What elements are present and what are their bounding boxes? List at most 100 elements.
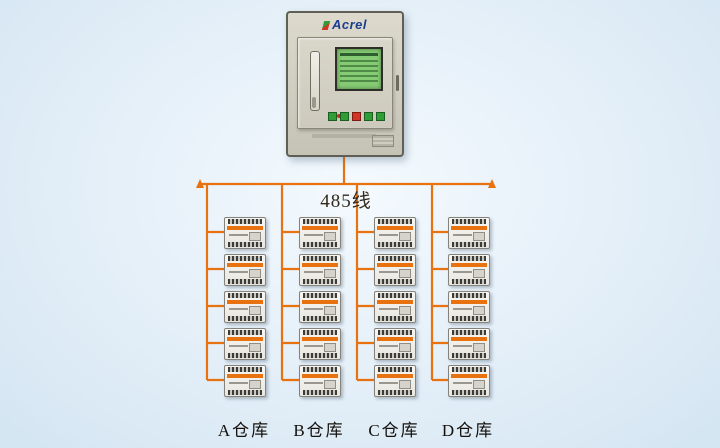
nameplate-text — [312, 134, 376, 138]
module-face — [379, 306, 411, 315]
terminal-row-top — [452, 293, 486, 298]
cabinet-door — [297, 37, 393, 129]
terminal-row-top — [452, 367, 486, 372]
module-face — [304, 343, 336, 352]
terminal-row-top — [228, 367, 262, 372]
meter-module — [299, 365, 341, 397]
module-accent-stripe — [302, 337, 338, 341]
green-button — [364, 112, 373, 121]
led — [337, 114, 341, 118]
warehouse-label: B仓库 — [293, 421, 345, 440]
module-face — [453, 306, 485, 315]
meter-module — [374, 365, 416, 397]
terminal-row-bottom — [303, 390, 337, 395]
panel-buttons — [328, 112, 385, 121]
module-face — [453, 269, 485, 278]
warehouse-label: A仓库 — [217, 421, 271, 440]
acrel-logo: Acrel — [288, 17, 402, 32]
module-face — [453, 380, 485, 389]
terminal-row-top — [303, 219, 337, 224]
warehouse-label: C仓库 — [368, 421, 420, 440]
module-face — [453, 232, 485, 241]
module-accent-stripe — [227, 337, 263, 341]
module-face — [379, 380, 411, 389]
terminal-row-bottom — [228, 353, 262, 358]
red-button — [352, 112, 361, 121]
terminal-row-top — [228, 293, 262, 298]
terminal-row-bottom — [228, 279, 262, 284]
terminal-row-top — [452, 219, 486, 224]
terminal-row-top — [228, 256, 262, 261]
meter-module — [224, 217, 266, 249]
green-button — [340, 112, 349, 121]
meter-module — [448, 291, 490, 323]
terminal-row-top — [452, 256, 486, 261]
module-face — [453, 343, 485, 352]
terminal-row-bottom — [452, 242, 486, 247]
green-button — [328, 112, 337, 121]
module-face — [229, 343, 261, 352]
logo-mark-icon — [321, 21, 331, 31]
module-face — [229, 232, 261, 241]
module-accent-stripe — [227, 226, 263, 230]
terminal-row-top — [303, 367, 337, 372]
terminal-row-bottom — [452, 353, 486, 358]
module-face — [379, 343, 411, 352]
terminal-row-bottom — [378, 353, 412, 358]
terminal-row-top — [378, 367, 412, 372]
module-accent-stripe — [302, 300, 338, 304]
module-face — [379, 232, 411, 241]
module-face — [379, 269, 411, 278]
module-accent-stripe — [227, 300, 263, 304]
module-accent-stripe — [302, 374, 338, 378]
terminal-row-bottom — [378, 316, 412, 321]
terminal-row-bottom — [378, 279, 412, 284]
module-accent-stripe — [451, 374, 487, 378]
terminal-row-bottom — [303, 279, 337, 284]
terminal-row-bottom — [303, 316, 337, 321]
terminal-row-top — [228, 219, 262, 224]
meter-module — [448, 217, 490, 249]
module-face — [304, 232, 336, 241]
terminal-row-top — [452, 330, 486, 335]
meter-module — [374, 217, 416, 249]
module-accent-stripe — [377, 226, 413, 230]
meter-module — [374, 328, 416, 360]
meter-module — [448, 365, 490, 397]
module-face — [229, 269, 261, 278]
module-accent-stripe — [227, 374, 263, 378]
warehouse-label: D仓库 — [441, 421, 495, 440]
module-face — [304, 380, 336, 389]
green-button — [376, 112, 385, 121]
meter-module — [374, 291, 416, 323]
terminal-row-top — [378, 330, 412, 335]
terminal-row-top — [378, 293, 412, 298]
bus-end-arrow-right — [488, 179, 496, 188]
terminal-row-top — [228, 330, 262, 335]
brand-text: Acrel — [331, 17, 368, 32]
module-accent-stripe — [302, 226, 338, 230]
meter-module — [448, 254, 490, 286]
meter-module — [299, 291, 341, 323]
meter-module — [299, 217, 341, 249]
vent-grille — [372, 135, 394, 147]
module-accent-stripe — [451, 263, 487, 267]
terminal-row-bottom — [228, 242, 262, 247]
meter-module — [374, 254, 416, 286]
terminal-row-bottom — [378, 390, 412, 395]
monitoring-cabinet: Acrel — [286, 11, 404, 157]
module-accent-stripe — [377, 300, 413, 304]
module-face — [304, 306, 336, 315]
terminal-row-bottom — [452, 390, 486, 395]
module-accent-stripe — [377, 263, 413, 267]
door-handle — [396, 75, 399, 91]
module-accent-stripe — [451, 300, 487, 304]
module-accent-stripe — [302, 263, 338, 267]
terminal-row-top — [303, 330, 337, 335]
terminal-row-bottom — [378, 242, 412, 247]
meter-module — [448, 328, 490, 360]
module-face — [304, 269, 336, 278]
module-accent-stripe — [227, 263, 263, 267]
module-accent-stripe — [451, 337, 487, 341]
